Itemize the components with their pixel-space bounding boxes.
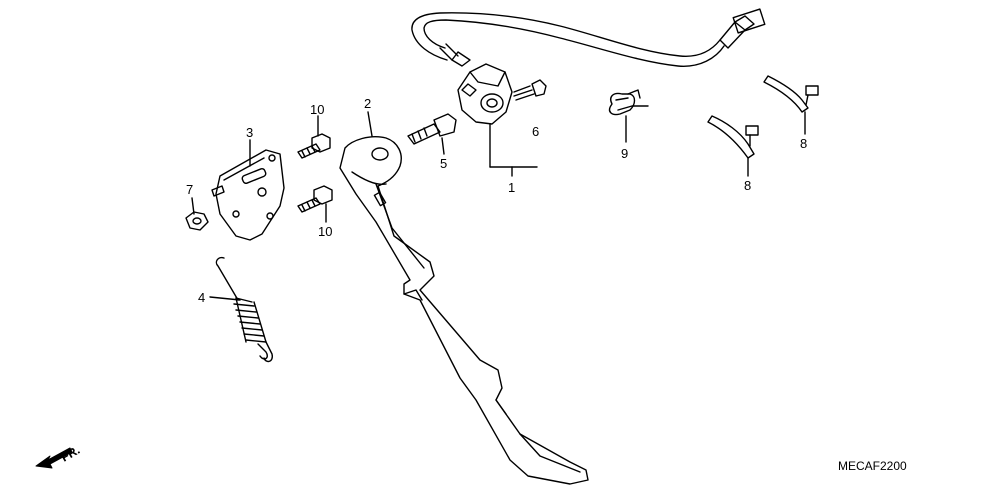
callout-part-3: 3	[246, 125, 253, 140]
callout-part-7: 7	[186, 182, 193, 197]
leader-line-2	[367, 111, 373, 137]
side-stand-switch	[457, 63, 513, 168]
nut-part-7	[185, 211, 209, 231]
front-direction-marker: FR.	[35, 443, 83, 469]
side-stand-part-2	[339, 136, 589, 485]
cable-tie-part-8-a	[707, 115, 759, 159]
front-label: FR.	[59, 443, 83, 465]
callout-part-6: 6	[532, 124, 539, 139]
bracket-plate-part-3	[215, 149, 285, 241]
bolt-part-10-b	[297, 185, 333, 213]
switch-screw	[513, 79, 547, 101]
switch-harness	[411, 8, 766, 67]
diagram-code: MECAF2200	[838, 459, 907, 473]
callout-part-5: 5	[440, 156, 447, 171]
leader-line-5	[441, 137, 445, 155]
pivot-bolt-part-5	[407, 113, 457, 145]
callout-part-4: 4	[198, 290, 205, 305]
callout-part-9: 9	[621, 146, 628, 161]
front-arrow-icon	[35, 447, 73, 469]
callout-part-10-a: 10	[310, 102, 324, 117]
bolt-part-10-a	[297, 133, 331, 159]
cable-tie-part-8-b	[763, 75, 819, 113]
leader-line-7	[191, 197, 195, 215]
callout-part-10-b: 10	[318, 224, 332, 239]
callout-part-2: 2	[364, 96, 371, 111]
leader-line-4	[209, 296, 241, 301]
spring-part-4	[215, 256, 274, 363]
callout-part-8-a: 8	[744, 178, 751, 193]
callout-part-8-b: 8	[800, 136, 807, 151]
clamp-part-9	[608, 89, 649, 116]
callout-part-1: 1	[508, 180, 515, 195]
small-bolt	[211, 185, 225, 197]
